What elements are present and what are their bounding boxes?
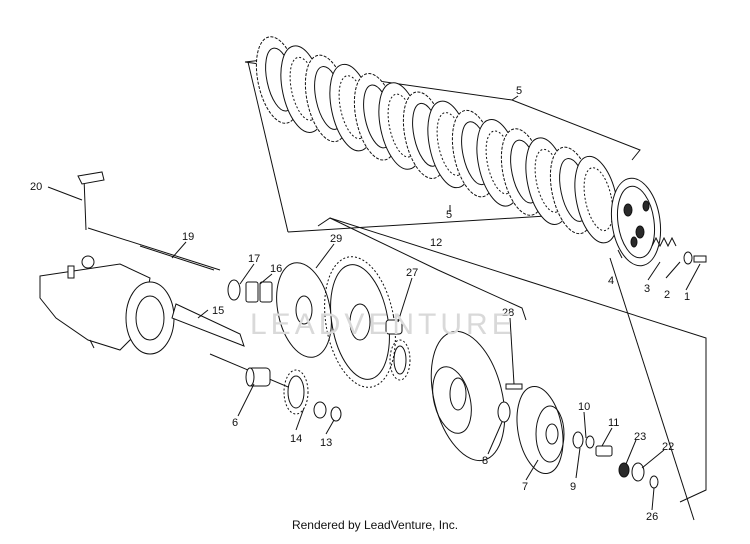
clutch-plate-inner-ring	[583, 167, 614, 232]
callout-7: 7	[522, 481, 528, 493]
thrust-washer	[497, 401, 511, 423]
clutch-basket	[430, 330, 506, 462]
callout-29: 29	[330, 233, 342, 245]
clutch-hub	[516, 386, 565, 474]
callout-14: 14	[290, 433, 302, 445]
callout-3: 3	[644, 283, 650, 295]
render-credit: Rendered by LeadVenture, Inc.	[291, 518, 459, 532]
callout-17: 17	[248, 253, 260, 265]
assembly-bracket	[317, 217, 707, 521]
callout-1: 1	[684, 291, 690, 303]
callout-2: 2	[664, 289, 670, 301]
crankcase-housing	[39, 255, 175, 355]
pinion-gear	[283, 369, 342, 422]
callout-4: 4	[608, 275, 614, 287]
callout-28: 28	[502, 307, 514, 319]
callout-11: 11	[608, 417, 619, 429]
basket-bolt	[505, 383, 523, 390]
hub-hardware	[572, 431, 659, 489]
callout-5-bottom: 5	[446, 209, 452, 221]
callout-9: 9	[570, 481, 576, 493]
spring-washer-bolt	[651, 236, 707, 265]
needle-rollers	[227, 279, 273, 303]
leader-lines	[47, 95, 701, 511]
clutch-plate-stack	[255, 36, 619, 244]
callout-26: 26	[646, 511, 658, 523]
callout-19: 19	[182, 231, 194, 243]
clutch-plate-inner-ring	[338, 75, 369, 140]
pressure-plate	[610, 177, 662, 267]
callout-6: 6	[232, 417, 238, 429]
nut-and-gear	[385, 319, 411, 381]
callout-27: 27	[406, 267, 418, 279]
callout-23: 23	[634, 431, 646, 443]
primary-driven-gear	[324, 256, 396, 388]
push-rod	[139, 245, 215, 271]
watermark-logo: LEADVENTURE	[250, 308, 516, 341]
callout-15: 15	[212, 305, 224, 317]
callout-22: 22	[662, 441, 674, 453]
callout-12: 12	[430, 237, 442, 249]
callout-16: 16	[270, 263, 282, 275]
callout-labels: 1 2 3 4 5 5 6 7 8 9 10 11 12 13 14 15 16…	[30, 85, 690, 523]
drive-plate	[276, 262, 332, 358]
callout-13: 13	[320, 437, 332, 449]
clutch-lever-rod	[77, 171, 221, 271]
bearing	[245, 367, 271, 387]
callout-10: 10	[578, 401, 590, 413]
callout-8: 8	[482, 455, 488, 467]
callout-5-top: 5	[516, 85, 522, 97]
callout-20: 20	[30, 181, 42, 193]
